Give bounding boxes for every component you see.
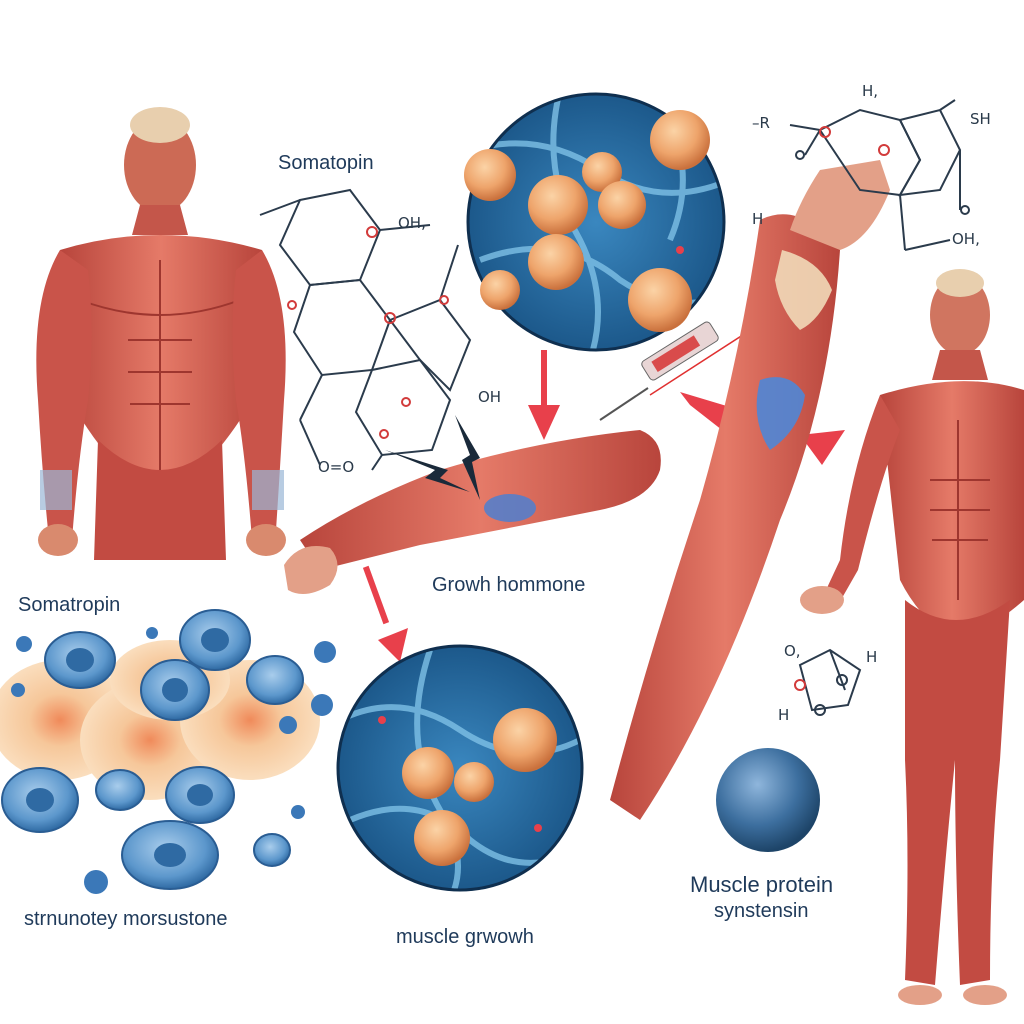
label-muscle-growth: muscle grwowh: [396, 926, 534, 948]
chem-r-group: –R: [752, 114, 770, 132]
label-somatopin: Somatopin: [278, 152, 374, 174]
label-stimulus: strnunotey morsustone: [24, 908, 228, 930]
chem-o-eq: O=O: [318, 458, 355, 476]
chemical-structure-left: [259, 188, 472, 471]
forearm-injection: [284, 415, 661, 594]
chem-sh: SH: [970, 110, 991, 128]
chem-h-small-2: H: [778, 706, 790, 724]
cell-cluster: [0, 609, 336, 894]
bottom-cell-magnification: [336, 644, 584, 892]
chem-h-left: H: [752, 210, 764, 228]
chem-h-small-1: H: [866, 648, 878, 666]
label-protein-line1: Muscle protein: [690, 872, 834, 897]
label-growth-hormone: Growh hommone: [432, 574, 586, 596]
chem-o-small: O,: [784, 642, 801, 660]
right-muscle-figure: [800, 269, 1024, 1005]
chem-oh-2: OH: [478, 388, 502, 406]
top-cell-magnification: [464, 92, 726, 352]
chem-oh-1: OH,: [398, 214, 426, 232]
chemical-structure-small: [794, 648, 862, 716]
label-protein-line2: synstensin: [714, 900, 809, 922]
chem-oh-3: OH,: [952, 230, 980, 248]
protein-sphere: [716, 748, 820, 852]
left-muscle-figure: [36, 107, 286, 560]
chem-h-top: H,: [862, 82, 879, 100]
label-somatropin: Somatropin: [18, 594, 121, 616]
long-forearm: [610, 160, 890, 821]
chemical-structure-right: [789, 99, 970, 251]
